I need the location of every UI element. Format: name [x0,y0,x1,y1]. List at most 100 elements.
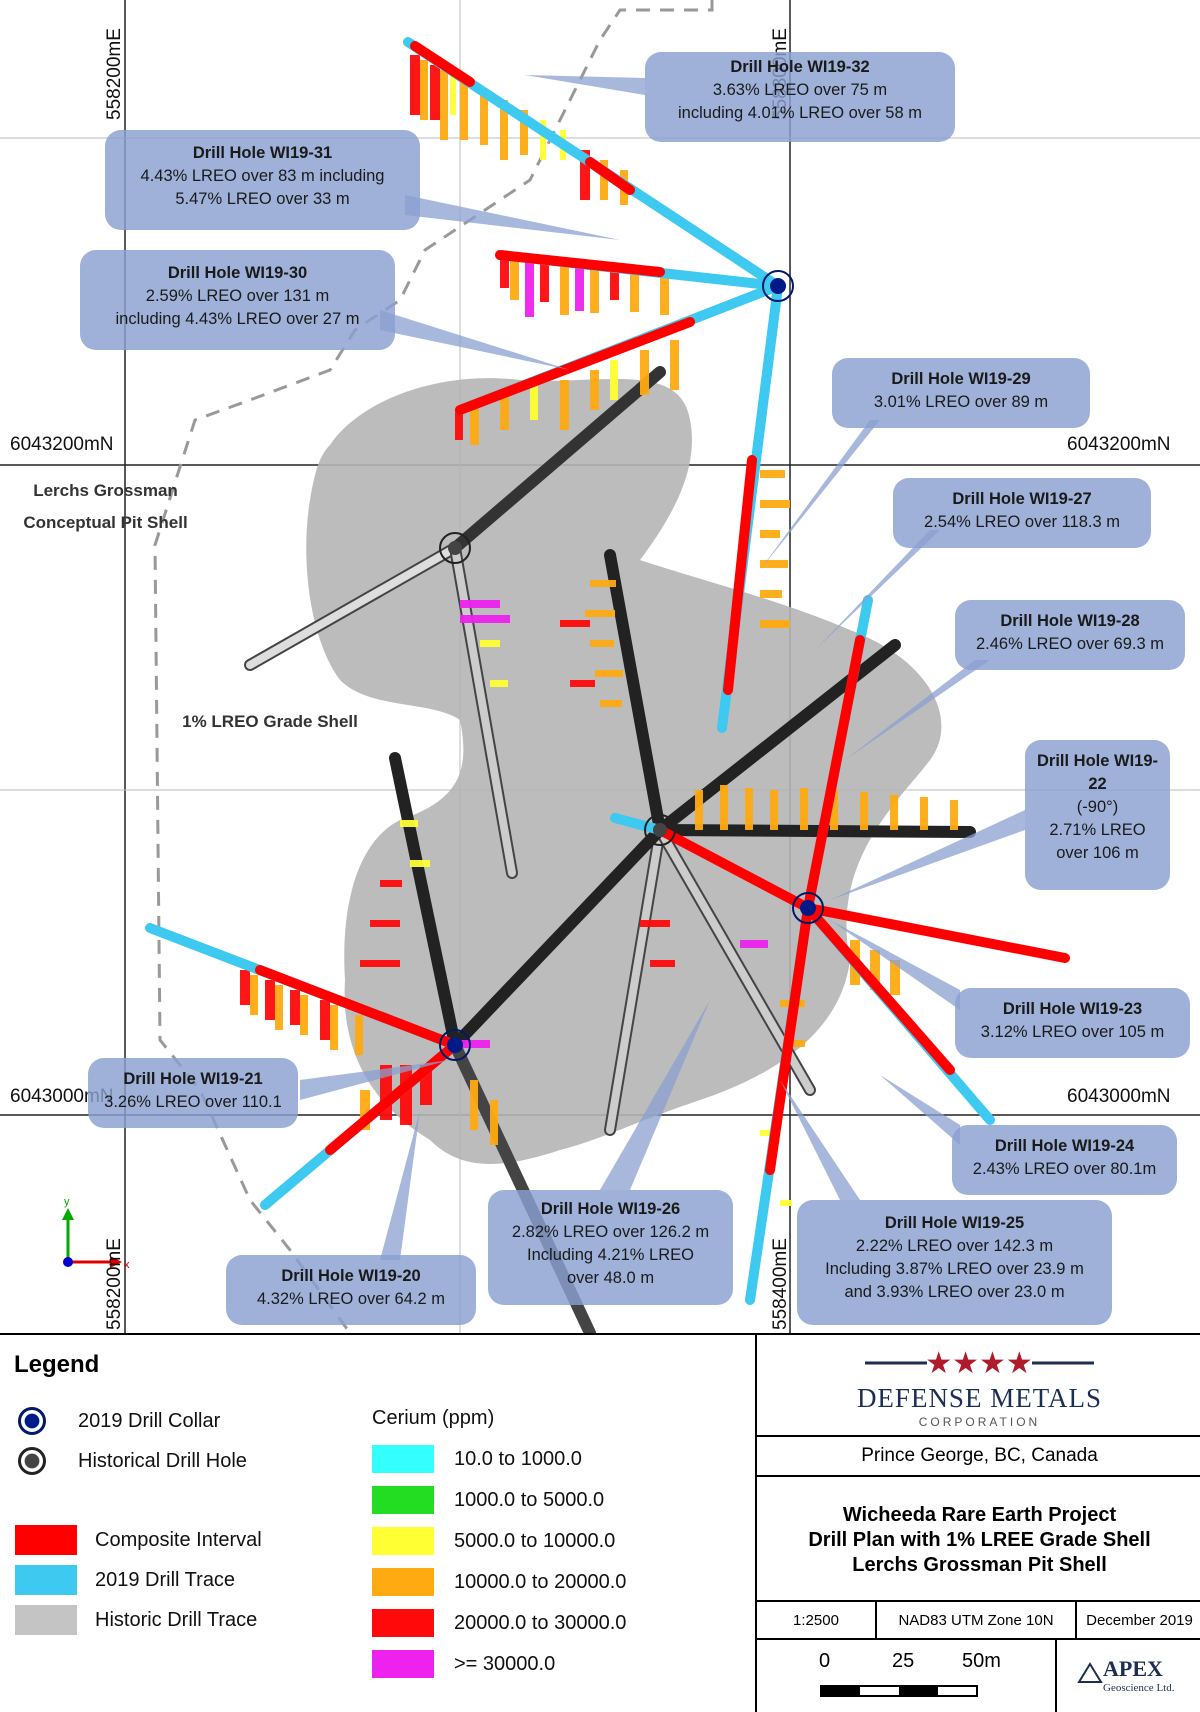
legend-item-composite: Composite Interval [15,1525,262,1555]
callout-wi19-22: Drill Hole WI19-22 (-90°) 2.71% LREO ove… [1025,740,1170,890]
scale-bar-50: 50m [962,1650,1001,1672]
legend-swatch [372,1486,434,1514]
callout-line: 4.43% LREO over 83 m including [140,167,385,185]
cerium-class-1: 10.0 to 1000.0 [372,1445,582,1473]
map-info-row: 1:2500 NAD83 UTM Zone 10N December 2019 [757,1602,1200,1640]
drill-traces-2019 [145,37,1070,1305]
legend-swatch [15,1565,77,1595]
drill-collar-icon [18,1407,46,1435]
cerium-bars [240,55,958,1206]
apex-sub: Geoscience Ltd. [1103,1682,1175,1694]
callout-title: Drill Hole WI19-20 [281,1267,421,1285]
callout-wi19-21: Drill Hole WI19-21 3.26% LREO over 110.1 [88,1058,298,1128]
legend-label: 5000.0 to 10000.0 [454,1529,616,1552]
callout-wi19-25: Drill Hole WI19-25 2.22% LREO over 142.3… [797,1200,1112,1325]
location-row: Prince George, BC, Canada [757,1437,1200,1477]
title-line: Lerchs Grossman Pit Shell [852,1554,1107,1576]
callout-line: Including 3.87% LREO over 23.9 m [825,1260,1084,1278]
callout-line: 2.71% LREO [1049,821,1146,839]
callout-line: and 3.93% LREO over 23.0 m [844,1283,1065,1301]
callout-line: 5.47% LREO over 33 m [175,190,350,208]
callout-line: (-90°) [1076,798,1119,816]
stars-icon: ★★★★ [865,1346,1094,1381]
legend-label: 10000.0 to 20000.0 [454,1570,627,1593]
grade-shell-label: 1% LREO Grade Shell [182,712,358,731]
cerium-class-2: 1000.0 to 5000.0 [372,1486,604,1514]
apex-logo: APEX Geoscience Ltd. [1057,1640,1200,1712]
callout-wi19-23: Drill Hole WI19-23 3.12% LREO over 105 m [955,988,1190,1058]
company-sub: CORPORATION [918,1415,1041,1429]
legend-swatch [372,1609,434,1637]
easting-label-top-left: 558200mE [104,28,125,120]
legend-label: 2019 Drill Collar [78,1409,221,1432]
map-datum: NAD83 UTM Zone 10N [877,1602,1077,1638]
callout-line: over 106 m [1056,844,1139,862]
callout-title: Drill Hole WI19-23 [1002,1000,1143,1018]
callout-title: Drill Hole WI19-24 [994,1137,1135,1155]
legend-swatch [372,1568,434,1596]
callout-line: 2.82% LREO over 126.2 m [511,1223,710,1241]
callout-line: Including 4.21% LREO [527,1246,694,1264]
map-scale: 1:2500 [757,1602,877,1638]
northing-label-upper-left: 6043200mN [10,434,114,455]
title-line: Wicheeda Rare Earth Project [842,1504,1117,1526]
callout-wi19-29: Drill Hole WI19-29 3.01% LREO over 89 m [832,358,1090,428]
callout-wi19-32: Drill Hole WI19-32 3.63% LREO over 75 m … [645,52,955,142]
legend-item-historical-hole: Historical Drill Hole [0,1447,247,1475]
legend-item-2019-trace: 2019 Drill Trace [15,1565,235,1595]
callout-line: 2.22% LREO over 142.3 m [855,1237,1054,1255]
callout-line: including 4.43% LREO over 27 m [115,310,360,328]
callout-line: 3.63% LREO over 75 m [712,81,888,99]
callout-title: Drill Hole WI19-32 [730,58,870,76]
cerium-title: Cerium (ppm) [372,1407,495,1429]
project-title: Wicheeda Rare Earth Project Drill Plan w… [757,1503,1200,1578]
company-logo-block: ★★★★ DEFENSE METALS CORPORATION [757,1335,1200,1437]
legend-and-title-block: Legend 2019 Drill Collar Historical Dril… [0,1335,1200,1712]
legend-title: Legend [14,1351,100,1378]
axis-x-label: x [124,1259,130,1271]
location-text: Prince George, BC, Canada [861,1445,1098,1466]
legend-label: 20000.0 to 30000.0 [454,1611,627,1634]
scale-bar-graphic [820,1685,978,1697]
legend-label: 2019 Drill Trace [95,1568,236,1591]
callout-line: over 48.0 m [566,1269,655,1287]
callout-wi19-27: Drill Hole WI19-27 2.54% LREO over 118.3… [893,478,1151,548]
scale-bar-0: 0 [819,1650,831,1672]
legend-item-historic-trace: Historic Drill Trace [15,1605,257,1635]
easting-label-bottom-left: 558200mE [104,1238,125,1330]
callout-title: Drill Hole WI19-22 [1036,752,1159,793]
legend-swatch [372,1445,434,1473]
pit-shell-label: Lerchs Grossman Conceptual Pit Shell [23,481,188,532]
northing-label-upper-right: 6043200mN [1067,434,1171,455]
apex-name: APEX [1103,1656,1163,1681]
callout-wi19-24: Drill Hole WI19-24 2.43% LREO over 80.1m [952,1125,1177,1195]
map-view: y x 558200mE 558300mE 558200mE 558400mE … [0,0,1200,1335]
callout-line: including 4.01% LREO over 58 m [678,104,922,122]
callout-line: 3.01% LREO over 89 m [873,393,1049,411]
callout-wi19-30: Drill Hole WI19-30 2.59% LREO over 131 m… [80,250,395,350]
company-name: DEFENSE METALS [856,1383,1103,1413]
legend-label: Composite Interval [95,1528,262,1551]
callout-title: Drill Hole WI19-21 [123,1070,263,1088]
callout-line: 2.46% LREO over 69.3 m [975,635,1164,653]
cerium-class-5: 20000.0 to 30000.0 [372,1609,626,1637]
title-line: Drill Plan with 1% LREE Grade Shell [808,1529,1151,1551]
title-block: ★★★★ DEFENSE METALS CORPORATION Prince G… [755,1335,1200,1712]
callout-line: 2.54% LREO over 118.3 m [924,513,1120,531]
project-title-row: Wicheeda Rare Earth Project Drill Plan w… [757,1477,1200,1602]
legend-label: 10.0 to 1000.0 [454,1447,582,1470]
scale-bar-25: 25 [892,1650,915,1672]
callout-line: 2.43% LREO over 80.1m [972,1160,1157,1178]
legend-label: Historical Drill Hole [78,1449,247,1472]
legend-label: 1000.0 to 5000.0 [454,1488,605,1511]
legend-item-drill-collar: 2019 Drill Collar [0,1407,220,1435]
callout-line: 3.26% LREO over 110.1 [104,1093,282,1111]
callout-line: 2.59% LREO over 131 m [145,287,330,305]
legend-label: >= 30000.0 [454,1652,556,1675]
callout-title: Drill Hole WI19-25 [884,1214,1025,1232]
callout-wi19-28: Drill Hole WI19-28 2.46% LREO over 69.3 … [955,600,1185,670]
svg-text:★★★★: ★★★★ [925,1346,1033,1381]
callout-title: Drill Hole WI19-30 [167,264,308,282]
cerium-class-4: 10000.0 to 20000.0 [372,1568,626,1596]
drill-collars [439,270,824,1061]
